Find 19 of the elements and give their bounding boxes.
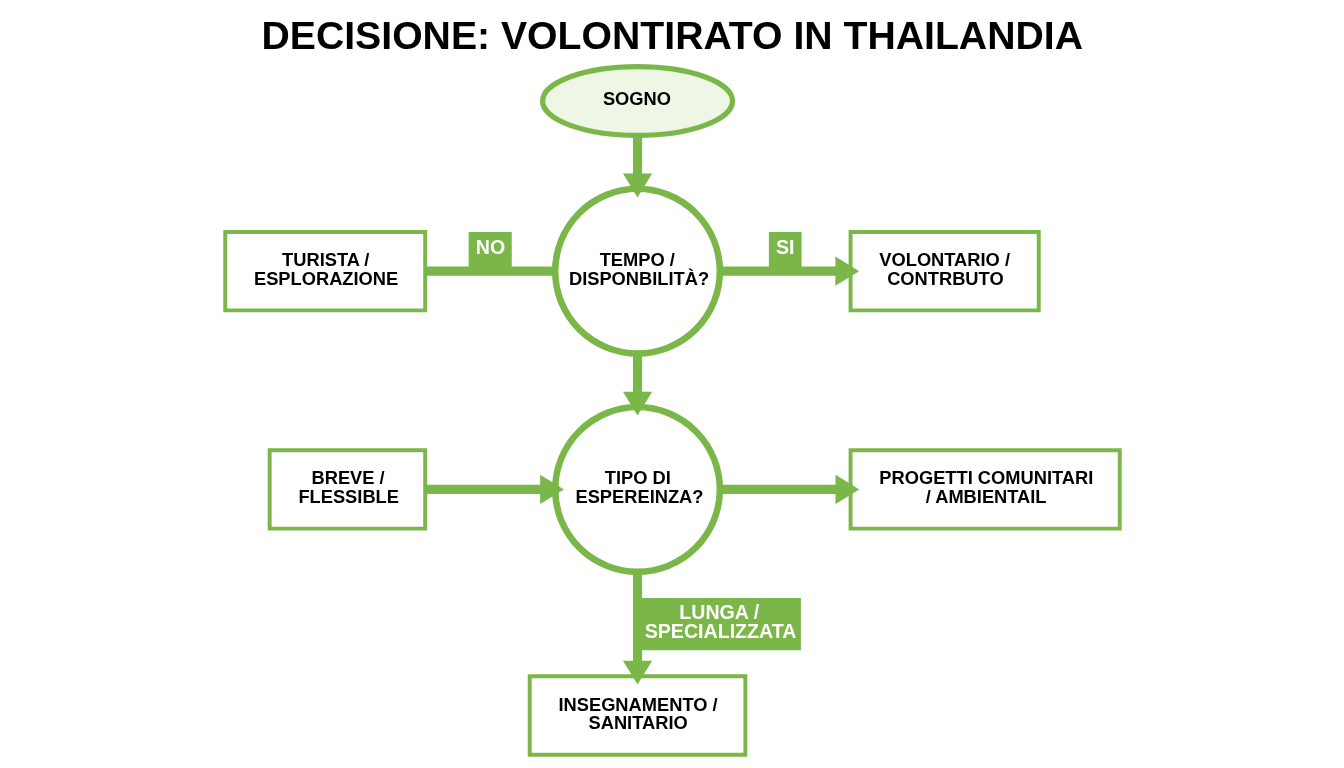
- node-box: BREVE / FLESSIBLE: [267, 448, 427, 531]
- connector: [424, 266, 555, 276]
- edge-label: LUNGA / SPECIALIZZATA: [644, 600, 796, 643]
- arrow: [719, 256, 859, 286]
- arrow: [719, 474, 859, 504]
- edge-label: SI: [775, 235, 795, 258]
- diagram-title: DECISIONE: VOLONTIRATO IN THAILANDIA: [260, 13, 1083, 57]
- arrow: [622, 354, 652, 416]
- node-circle: TIPO DI ESPEREINZA?: [551, 403, 723, 575]
- arrow: [622, 135, 652, 198]
- node-box: TURISTA / ESPLORAZIONE: [222, 230, 427, 313]
- node-box: INSEGNAMENTO / SANITARIO: [527, 674, 747, 757]
- arrow: [622, 572, 652, 685]
- node-circle: TEMPO / DISPONBILITÀ?: [551, 185, 723, 357]
- node-box: VOLONTARIO / CONTRBUTO: [848, 230, 1041, 313]
- node-ellipse: SOGNO: [539, 64, 735, 139]
- edge-label: NO: [475, 235, 505, 258]
- node-box: PROGETTI COMUNITARI / AMBIENTAIL: [848, 448, 1122, 531]
- arrow: [425, 474, 564, 504]
